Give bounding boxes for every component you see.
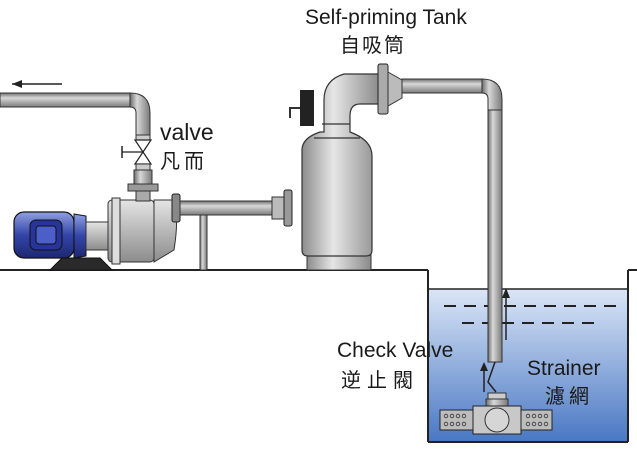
self-priming-tank: [289, 63, 403, 271]
valve-label-zh: 凡而: [160, 149, 208, 173]
valve-label-en: valve: [160, 119, 214, 145]
self-priming-pump: [107, 190, 181, 265]
tank-label-zh: 自吸筒: [340, 33, 406, 57]
gate-valve: [121, 134, 159, 192]
tank-label-en: Self-priming Tank: [305, 6, 467, 29]
discharge-pipe: [179, 189, 293, 271]
check-valve-label-en: Check Valve: [337, 339, 453, 362]
check-valve-label-zh: 逆止閥: [341, 368, 419, 392]
motor: [13, 211, 114, 271]
strainer-label-zh: 濾網: [545, 384, 593, 408]
strainer: [439, 405, 553, 435]
strainer-label-en: Strainer: [527, 357, 601, 380]
outlet-pipe: [0, 80, 151, 136]
tank-cap: [300, 90, 314, 126]
flow-arrow-head: [12, 80, 22, 88]
